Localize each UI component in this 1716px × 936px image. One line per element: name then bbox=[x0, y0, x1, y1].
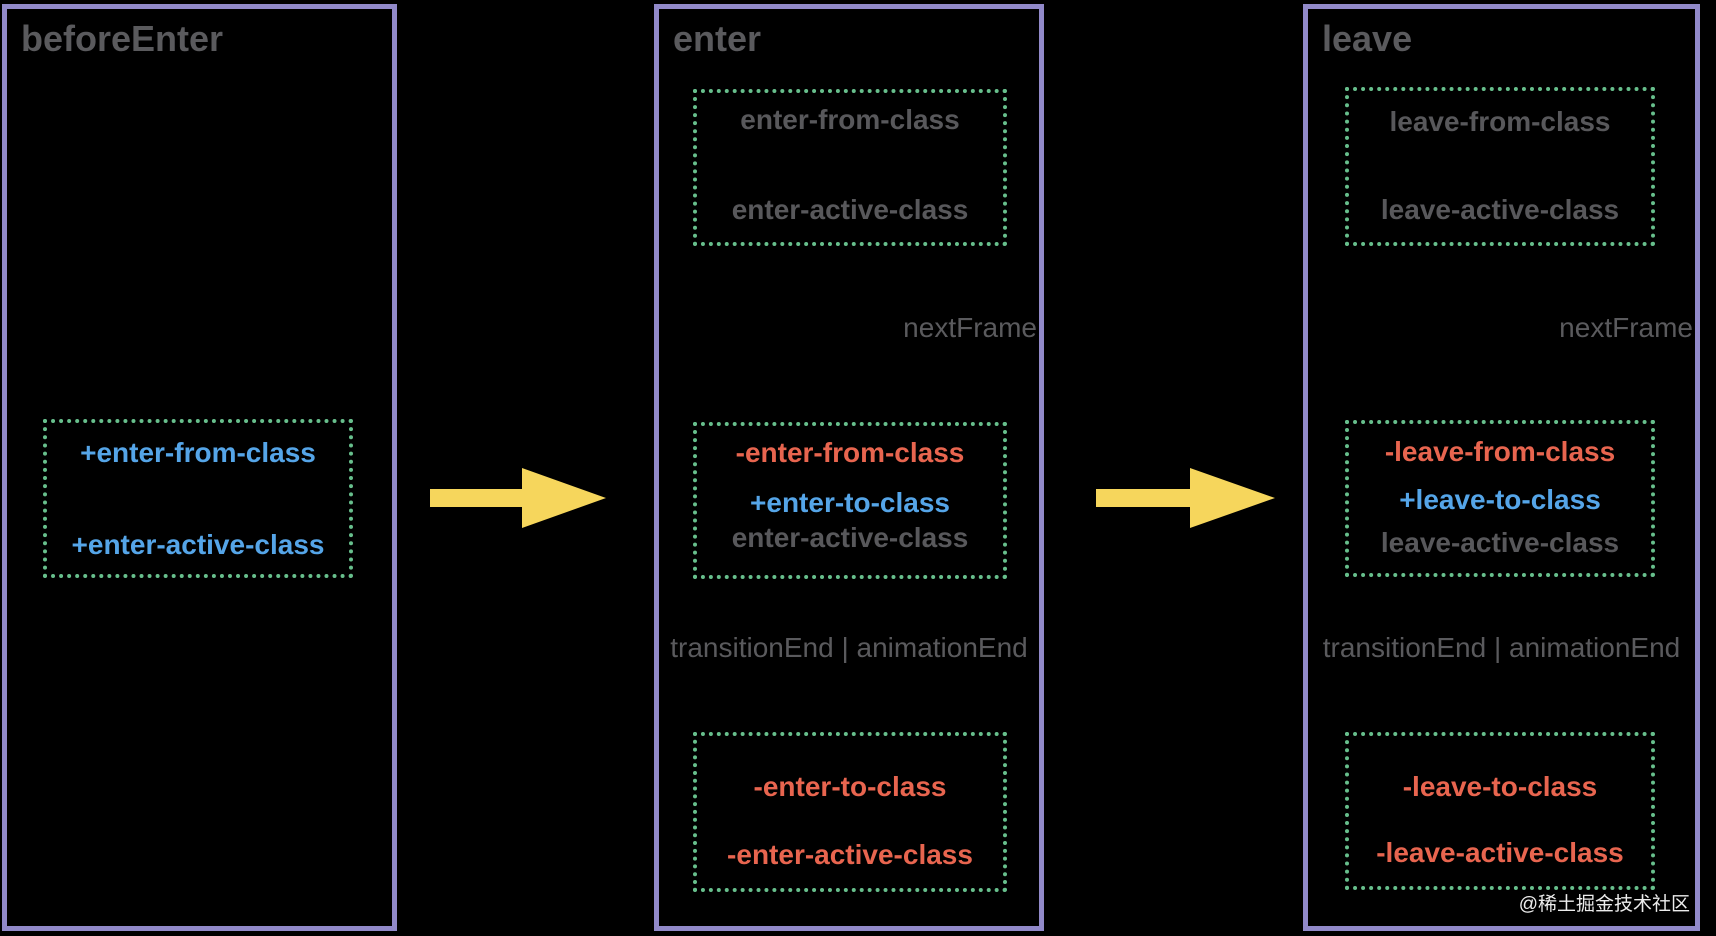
panel-title-leave: leave bbox=[1322, 18, 1413, 59]
class-line-added: +enter-from-class bbox=[80, 437, 316, 468]
class-state-box: leave-from-class leave-active-class bbox=[1345, 87, 1655, 246]
class-line: leave-active-class bbox=[1380, 194, 1620, 225]
flow-arrow-icon bbox=[430, 468, 606, 528]
class-state-box: -leave-from-class +leave-to-class leave-… bbox=[1345, 420, 1655, 577]
class-line-removed: -leave-active-class bbox=[1376, 837, 1624, 868]
class-line-added: +enter-active-class bbox=[71, 529, 325, 560]
panel-leave: leave leave-from-class leave-active-clas… bbox=[1303, 4, 1700, 931]
class-line-added: +enter-to-class bbox=[750, 487, 950, 518]
class-line: leave-from-class bbox=[1389, 106, 1611, 137]
panel-title-before-enter: beforeEnter bbox=[21, 18, 224, 59]
class-state-box: enter-from-class enter-active-class bbox=[693, 89, 1007, 246]
class-state-box: +enter-from-class +enter-active-class bbox=[43, 419, 353, 578]
class-line-added: +leave-to-class bbox=[1399, 484, 1601, 515]
class-line-removed: -enter-active-class bbox=[727, 839, 973, 870]
panel-title-enter: enter bbox=[673, 18, 762, 59]
class-line-removed: -leave-from-class bbox=[1384, 436, 1616, 467]
class-line: enter-active-class bbox=[731, 194, 969, 225]
class-state-box: -enter-to-class -enter-active-class bbox=[693, 732, 1007, 892]
class-line: leave-active-class bbox=[1380, 527, 1620, 558]
flow-arrow-icon bbox=[1096, 468, 1275, 528]
panel-enter: enter enter-from-class enter-active-clas… bbox=[654, 4, 1044, 931]
transition-end-label: transitionEnd | animationEnd bbox=[1322, 632, 1681, 663]
next-frame-label: nextFrame bbox=[1559, 312, 1693, 343]
class-line-removed: -leave-to-class bbox=[1402, 771, 1598, 802]
class-line: enter-active-class bbox=[731, 522, 969, 553]
class-state-box: -leave-to-class -leave-active-class bbox=[1345, 732, 1655, 890]
next-frame-label: nextFrame bbox=[903, 312, 1037, 343]
transition-end-label: transitionEnd | animationEnd bbox=[670, 632, 1028, 663]
watermark: @稀土掘金技术社区 bbox=[1518, 894, 1690, 915]
class-line-removed: -enter-to-class bbox=[753, 771, 947, 802]
class-state-box: -enter-from-class +enter-to-class enter-… bbox=[693, 422, 1007, 579]
panel-before-enter: beforeEnter +enter-from-class +enter-act… bbox=[2, 4, 397, 931]
class-line: enter-from-class bbox=[740, 104, 960, 135]
class-line-removed: -enter-from-class bbox=[735, 437, 965, 468]
